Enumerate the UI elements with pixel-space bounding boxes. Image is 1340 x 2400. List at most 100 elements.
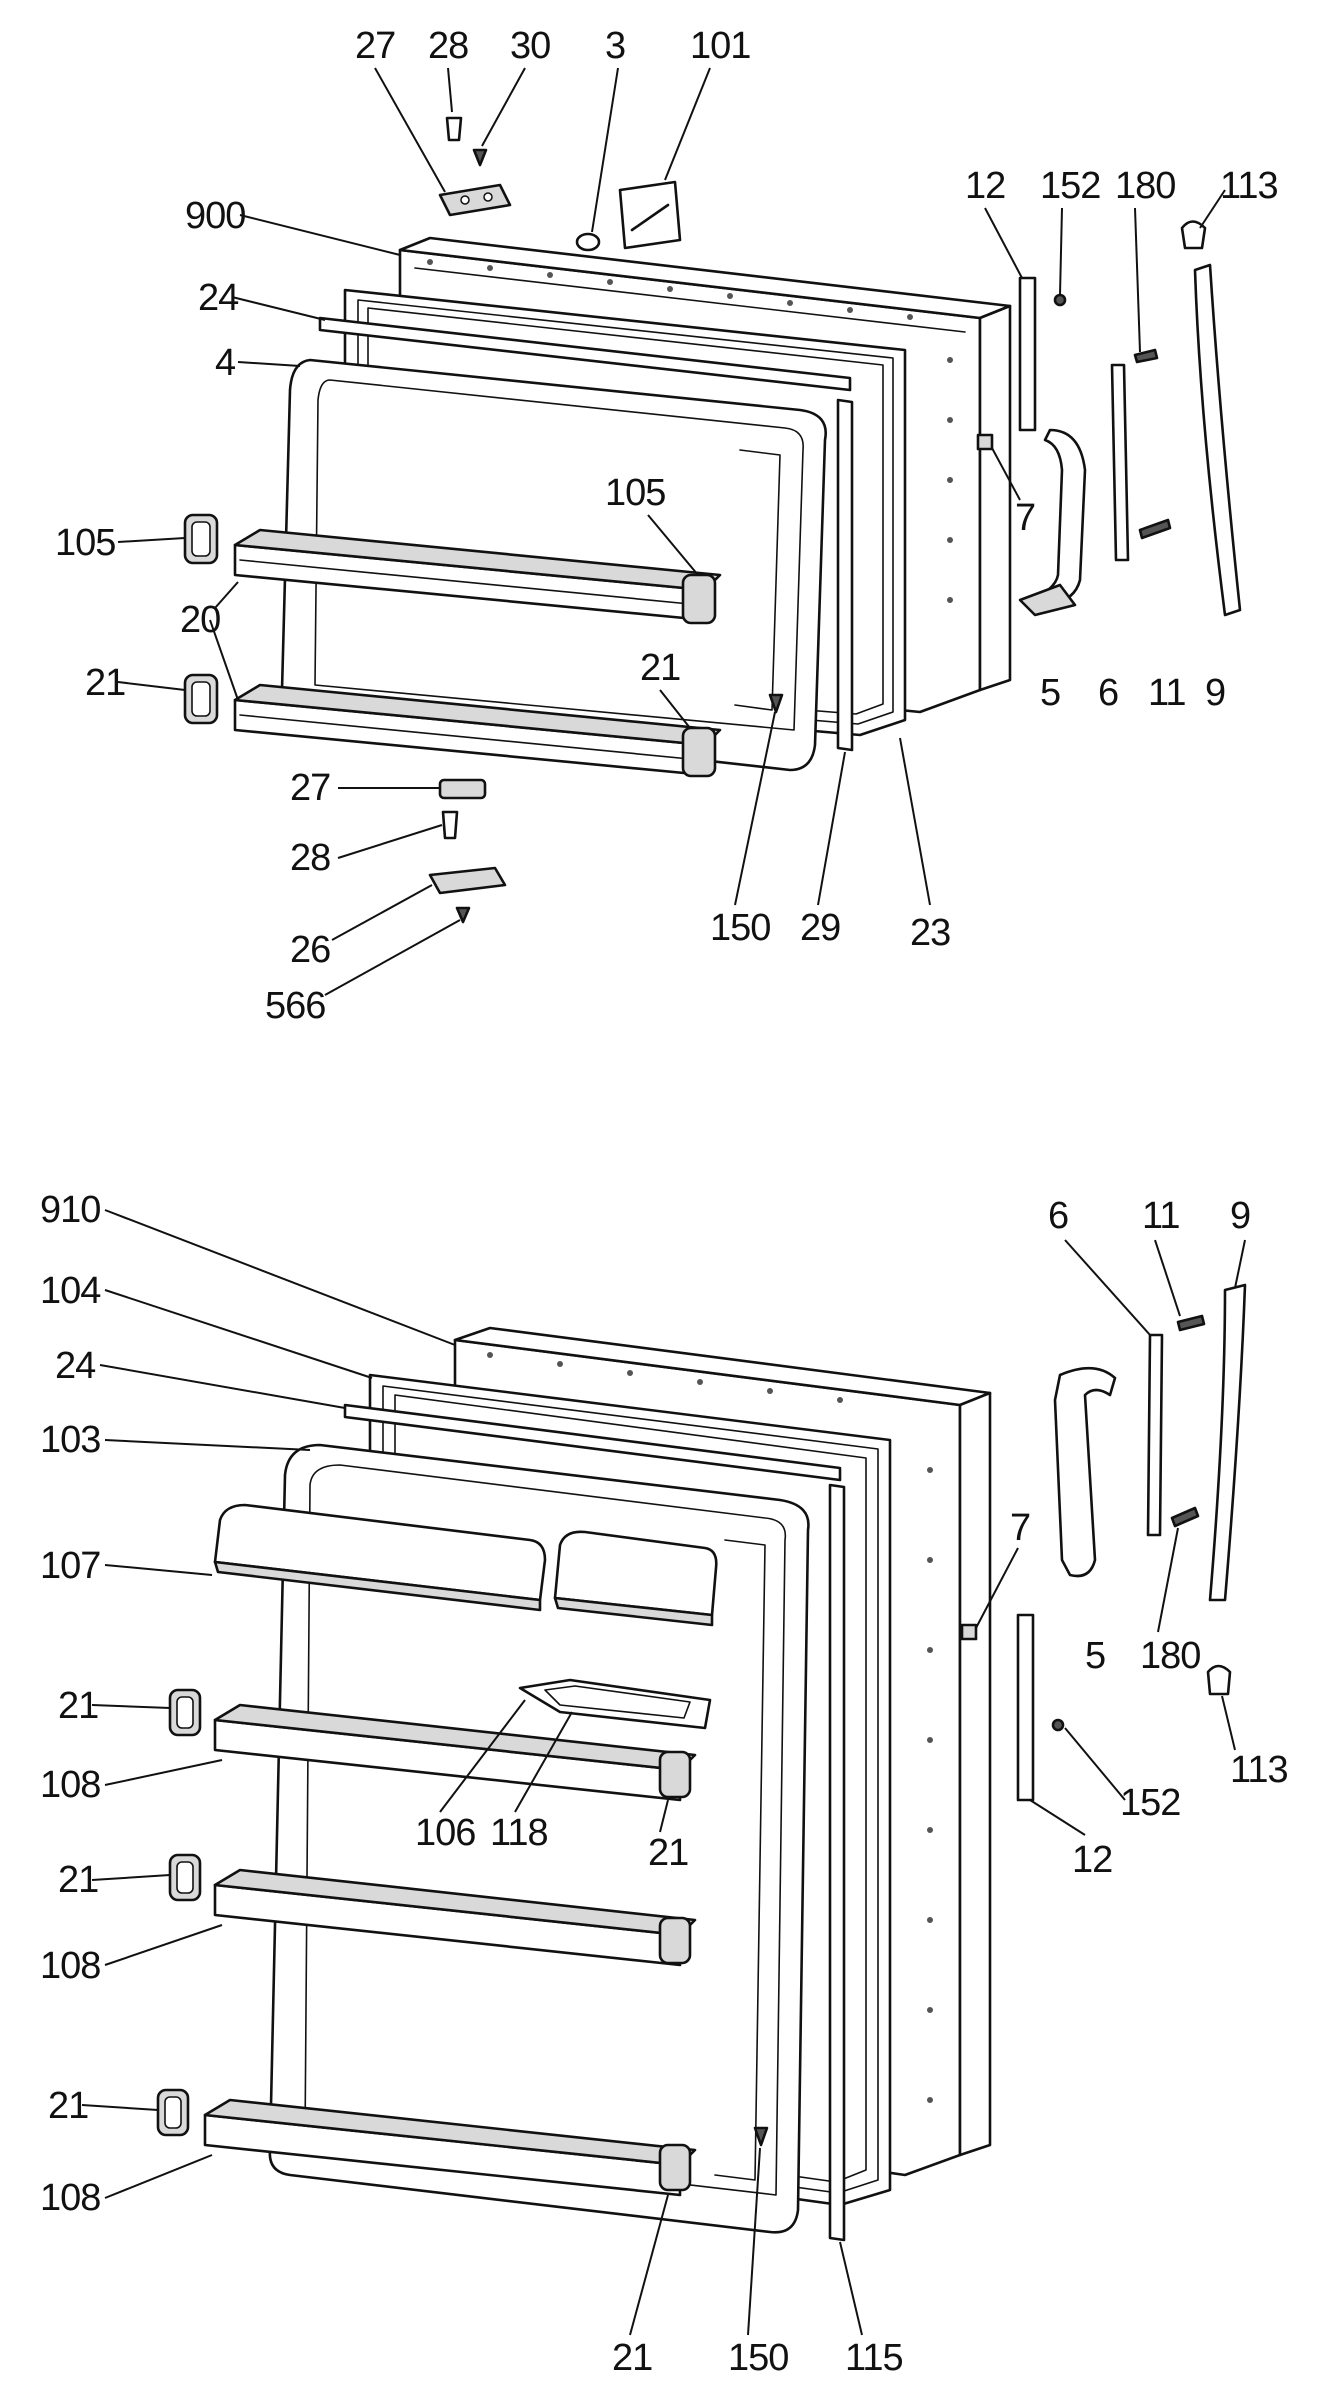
callout-152-bottom: 152: [1120, 1782, 1180, 1824]
hinge-pin-28-bottom: [441, 810, 459, 840]
leader-lines-upper: [117, 67, 1226, 996]
handle-5: [1018, 428, 1087, 617]
leader-lines-lower: [81, 1209, 1246, 2336]
shelf-bracket-21-right-3: [658, 2143, 692, 2192]
shelf-bracket-21-right: [681, 726, 717, 778]
callout-6-top: 6: [1098, 672, 1118, 714]
callout-900: 900: [185, 195, 245, 237]
shelf-bracket-105-right: [681, 573, 717, 625]
hinge-plate-26: [428, 866, 507, 895]
dairy-door-107: [213, 1503, 547, 1612]
callout-118: 118: [490, 1812, 548, 1854]
callout-5-top: 5: [1040, 672, 1060, 714]
callout-115: 115: [845, 2337, 903, 2379]
breaker-strip: [318, 316, 852, 392]
callout-150-bottom: 150: [728, 2337, 788, 2379]
breaker-strip: [343, 1403, 842, 1482]
shelf-bracket-21-left-2: [168, 1853, 202, 1902]
callout-3: 3: [605, 25, 625, 67]
shelf-bracket-21-left: [183, 673, 219, 725]
trim-9: [1208, 1283, 1247, 1602]
callout-105-right: 105: [605, 472, 665, 514]
callout-106: 106: [415, 1812, 475, 1854]
seal-strip-29: [836, 398, 854, 752]
screw-180: [1170, 1506, 1200, 1528]
callout-12-top: 12: [965, 165, 1005, 207]
callout-5-bottom: 5: [1085, 1635, 1105, 1677]
clip-7: [976, 433, 994, 451]
callout-11-bottom: 11: [1142, 1195, 1179, 1237]
callout-113-bottom: 113: [1230, 1749, 1288, 1791]
upper-door-assembly: 27 28 30 3 101 900 24 4 105 105 20 21 21…: [55, 25, 1279, 1027]
shelf-108-upper: [213, 1703, 697, 1802]
callout-7-top: 7: [1015, 497, 1035, 539]
callout-180-top: 180: [1115, 165, 1175, 207]
callout-566: 566: [265, 985, 325, 1027]
shelf-108-middle: [213, 1868, 697, 1967]
handle-insert-101: [618, 180, 682, 250]
screw-150: [768, 693, 784, 714]
callout-21-right: 21: [640, 647, 680, 689]
callout-103: 103: [40, 1419, 100, 1461]
callout-108-lower-2: 108: [40, 1945, 100, 1987]
screw-152: [1051, 1718, 1065, 1732]
callout-23: 23: [910, 912, 950, 954]
callout-28-top: 28: [428, 25, 468, 67]
screw-180: [1133, 348, 1159, 364]
handle-bar-6: [1110, 363, 1130, 562]
callout-180-bottom: 180: [1140, 1635, 1200, 1677]
cap-113: [1180, 220, 1207, 250]
hinge-bracket-27-bottom: [438, 778, 487, 800]
callout-910: 910: [40, 1189, 100, 1231]
callout-7-bottom: 7: [1010, 1507, 1030, 1549]
callout-113-top: 113: [1220, 165, 1278, 207]
screw-566: [455, 906, 471, 924]
callout-108-lower-3: 108: [40, 2177, 100, 2219]
plug-3: [575, 232, 601, 252]
shelf-bracket-105-left: [183, 513, 219, 565]
callout-150-top: 150: [710, 907, 770, 949]
dairy-door-right: [553, 1530, 718, 1627]
screw-150: [753, 2126, 769, 2147]
egg-tray-118: [518, 1678, 712, 1730]
clip-7: [960, 1623, 978, 1641]
shelf-bracket-21-right-1: [658, 1750, 692, 1799]
callout-107: 107: [40, 1545, 100, 1587]
callout-6-bottom: 6: [1048, 1195, 1068, 1237]
screw-11: [1138, 518, 1172, 540]
screw-152: [1053, 293, 1067, 307]
handle-mount-12: [1016, 1613, 1035, 1802]
callout-30: 30: [510, 25, 550, 67]
callout-152-top: 152: [1040, 165, 1100, 207]
hinge-bracket-top: [438, 183, 512, 217]
callout-29: 29: [800, 907, 840, 949]
screw-11: [1176, 1314, 1206, 1332]
callout-9-top: 9: [1205, 672, 1225, 714]
callout-27-bottom: 27: [290, 767, 330, 809]
callout-9-bottom: 9: [1230, 1195, 1250, 1237]
trim-9: [1193, 263, 1242, 617]
callout-21-lower-2: 21: [648, 1832, 688, 1874]
callout-27-top: 27: [355, 25, 395, 67]
callout-4: 4: [215, 342, 236, 384]
handle-mount-12: [1018, 276, 1037, 432]
hinge-pin-28-top: [445, 116, 463, 142]
shelf-bracket-21-left-1: [168, 1688, 202, 1737]
callout-21-lower-5: 21: [612, 2337, 652, 2379]
callout-26: 26: [290, 929, 330, 971]
handle-bar-6: [1146, 1333, 1164, 1537]
handle-5: [1053, 1366, 1117, 1578]
cap-113: [1206, 1664, 1232, 1696]
shelf-bracket-21-left-3: [156, 2088, 190, 2137]
callout-12-bottom: 12: [1072, 1839, 1112, 1881]
callout-105-left: 105: [55, 522, 115, 564]
callout-24-bottom: 24: [55, 1345, 96, 1387]
shelf-bracket-21-right-2: [658, 1916, 692, 1965]
callout-11-top: 11: [1148, 672, 1185, 714]
callout-101: 101: [690, 25, 750, 67]
shelf-108-lower: [203, 2098, 697, 2197]
seal-strip-115: [828, 1483, 846, 2242]
door-liner: [268, 1443, 810, 2234]
callout-104: 104: [40, 1270, 101, 1312]
